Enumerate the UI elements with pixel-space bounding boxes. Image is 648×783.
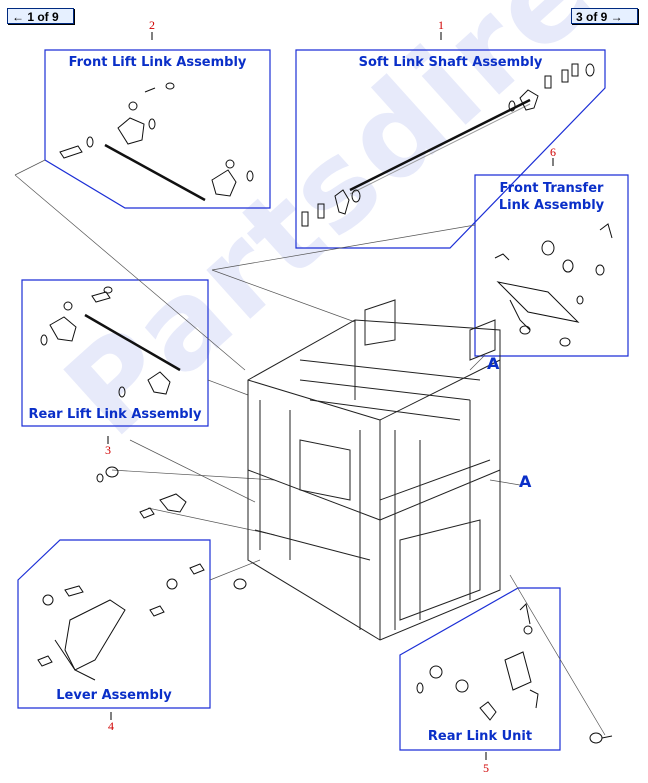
section-marker-a-middle: A [519, 472, 532, 491]
label-front-transfer-line1: Front Transfer [499, 181, 604, 196]
callout-4: 4 [108, 719, 114, 733]
box-lever [17, 539, 211, 709]
label-lever: Lever Assembly [56, 688, 172, 703]
callout-1: 1 [438, 18, 444, 32]
prev-page-button[interactable]: ← 1 of 9 [7, 8, 74, 24]
label-front-lift-link: Front Lift Link Assembly [68, 55, 247, 70]
box-rear-link-unit [399, 587, 561, 751]
callout-2: 2 [149, 18, 155, 32]
label-rear-lift-link: Rear Lift Link Assembly [28, 407, 202, 422]
callout-6: 6 [550, 145, 556, 159]
label-rear-link-unit: Rear Link Unit [427, 729, 533, 744]
box-front-lift-link [44, 49, 271, 209]
callout-5: 5 [483, 761, 489, 775]
box-front-transfer [474, 174, 629, 357]
box-soft-link-shaft [295, 49, 606, 249]
next-page-button[interactable]: 3 of 9 → [571, 8, 638, 24]
label-front-transfer-line2: Link Assembly [498, 198, 605, 213]
callout-3: 3 [105, 443, 111, 457]
section-marker-a-top: A [487, 354, 500, 373]
label-soft-link-shaft: Soft Link Shaft Assembly [358, 55, 543, 70]
box-rear-lift-link [21, 279, 209, 427]
